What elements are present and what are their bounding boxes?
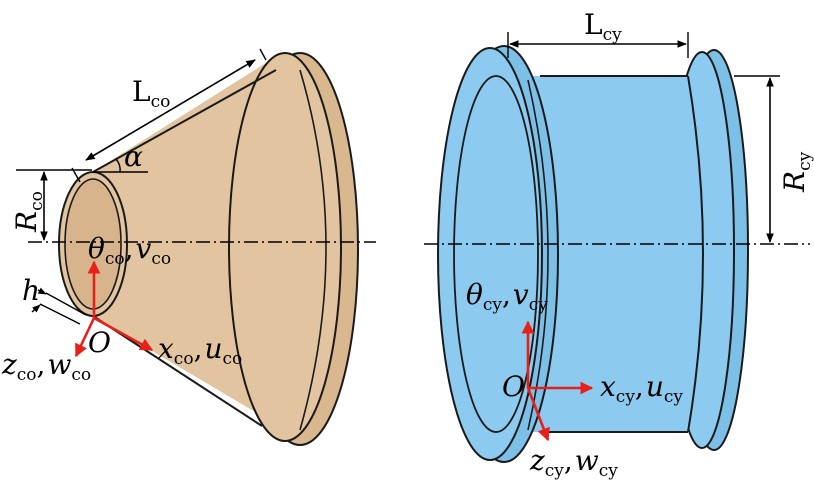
cyl-radius-label: R	[778, 171, 811, 193]
conical-shell	[58, 52, 359, 446]
cone-thickness-label: h	[22, 274, 40, 307]
cone-origin-label: O	[88, 326, 111, 359]
cone-x-axis	[93, 316, 154, 352]
cyl-radius-sub: cy	[795, 151, 814, 171]
cyl-coordinate-system: O θcy,vcy xcy,ucy zcy,wcy	[466, 278, 683, 481]
cone-theta-label: θco,vco	[88, 232, 171, 269]
cylindrical-shell	[437, 45, 749, 463]
svg-text:Rco: Rco	[10, 191, 47, 233]
cone-radius-label: R	[10, 211, 43, 233]
cone-length-sub: co	[151, 92, 171, 112]
cone-thickness-dimension: h	[22, 274, 87, 325]
cyl-z-axis	[526, 387, 550, 442]
cone-angle-label: α	[124, 140, 143, 173]
cyl-length-dimension: Lcy	[507, 8, 689, 58]
cone-z-axis	[74, 317, 96, 358]
cone-length-label: L	[132, 75, 151, 108]
cone-coordinate-system: O θco,vco xco,uco zco,wco	[1, 232, 242, 385]
cyl-origin-label: O	[502, 370, 525, 403]
cyl-length-sub: cy	[603, 25, 623, 45]
cyl-theta-label: θcy,vcy	[466, 278, 548, 315]
cyl-inner-rim	[527, 79, 549, 431]
svg-text:Rcy: Rcy	[778, 151, 814, 193]
cyl-radius-dimension: Rcy	[734, 75, 814, 243]
cone-z-label: zco,wco	[1, 348, 91, 385]
cyl-inner-opening	[453, 75, 539, 433]
svg-text:Lcy: Lcy	[584, 8, 622, 45]
svg-text:Lco: Lco	[132, 75, 170, 112]
cone-flange-front	[228, 52, 342, 442]
cone-length-dimension: Lco	[71, 48, 267, 183]
cone-angle: α	[93, 140, 148, 173]
cone-x-label: xco,uco	[158, 332, 242, 369]
cyl-z-label: zcy,wcy	[529, 444, 618, 481]
cone-radius-dimension: Rco	[10, 169, 92, 241]
cyl-x-label: xcy,ucy	[600, 370, 683, 407]
cone-flange-rim	[299, 69, 327, 431]
cyl-length-label: L	[584, 8, 603, 41]
cone-radius-sub: co	[27, 191, 47, 211]
